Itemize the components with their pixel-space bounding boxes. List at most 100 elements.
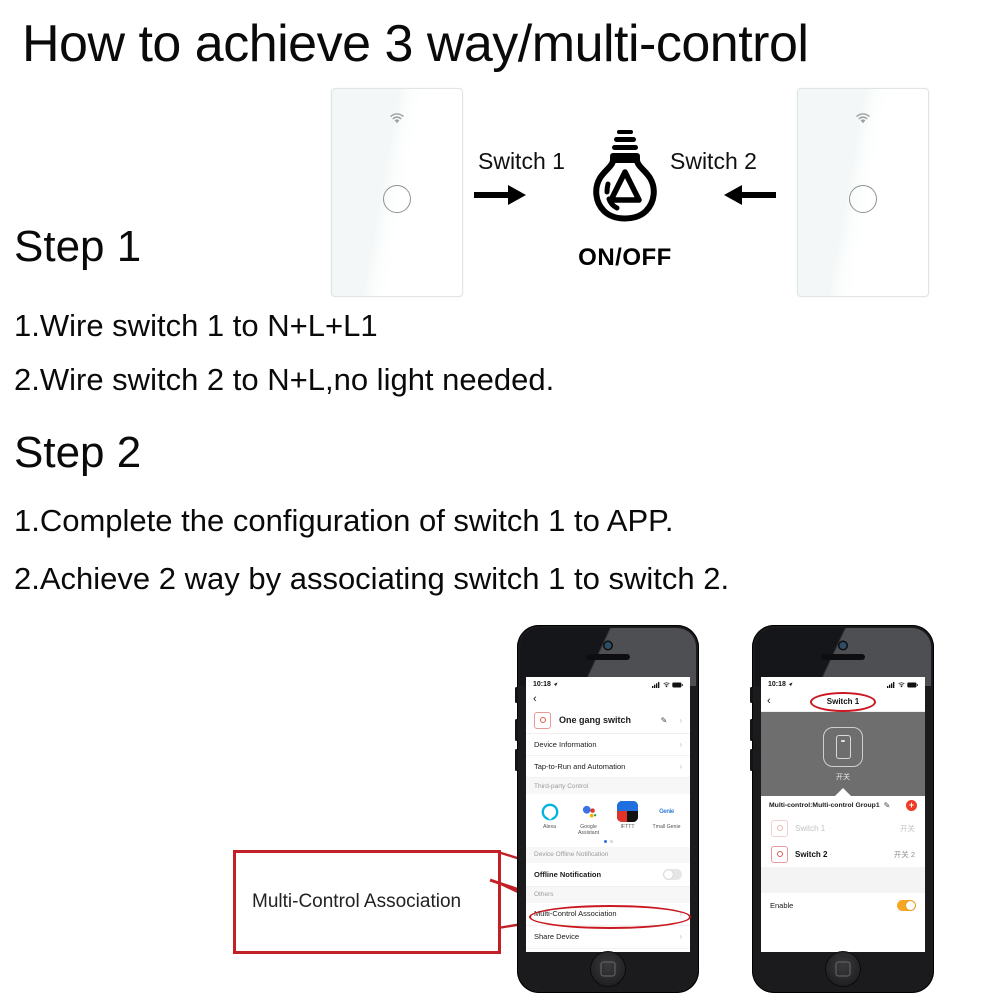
location-arrow-icon [553,682,558,687]
chevron-right-icon: › [679,715,682,725]
earpiece-speaker [586,654,630,660]
list-item-tap-to-run[interactable]: Tap-to-Run and Automation › [526,756,690,778]
touch-button[interactable] [383,185,411,213]
light-bulb-icon [593,130,657,222]
phone-1-screen: 10:18 ‹ [526,677,690,952]
wall-switch-1 [331,88,463,297]
third-party-tmall-genie[interactable]: Genie Tmall Genie [650,801,684,831]
hero-notch [834,788,852,797]
enable-toggle[interactable] [897,899,916,911]
add-button[interactable]: + [906,800,917,811]
list-item-label: Tap-to-Run and Automation [534,762,626,771]
step-2-line-2: 2.Achieve 2 way by associating switch 1 … [14,561,730,596]
status-time: 10:18 [533,681,551,688]
phone-volume-up-button[interactable] [515,719,518,741]
earpiece-speaker [821,654,865,660]
wifi-icon [662,681,670,687]
third-party-label: Alexa [543,824,556,830]
step-2-line-1: 1.Complete the configuration of switch 1… [14,503,674,538]
device-name: One gang switch [559,715,632,725]
home-button[interactable] [591,952,625,986]
page-title: How to achieve 3 way/multi-control [22,15,809,73]
list-item-device-information[interactable]: Device Information › [526,734,690,756]
phone-top-bezel [520,628,696,686]
battery-icon [672,682,683,687]
chevron-right-icon: › [679,762,682,771]
step-2-heading: Step 2 [14,428,142,477]
row-multi-control-association[interactable]: Multi-Control Association › [526,903,690,926]
pencil-icon[interactable]: ✎ [660,715,668,725]
signal-bars-icon [887,681,895,688]
pager-dot-active[interactable] [603,839,607,843]
status-bar: 10:18 [526,677,690,692]
hero-caption: 开关 [836,773,850,781]
enable-row[interactable]: Enable [761,893,925,917]
google-assistant-icon [578,801,599,822]
switch-row-2[interactable]: Switch 2 开关 2 [761,841,925,867]
touch-button[interactable] [849,185,877,213]
switch-device-icon [771,845,788,863]
third-party-alexa[interactable]: Alexa [533,801,567,831]
switch-device-icon [534,711,551,729]
arrow-left-icon [724,185,776,205]
tmall-genie-icon: Genie [659,808,674,815]
chevron-right-icon: › [679,932,682,942]
third-party-label: Tmall Genie [652,824,681,830]
step-1-heading: Step 1 [14,222,142,271]
switch-2-label: Switch 2 [670,148,757,174]
battery-icon [907,682,918,687]
device-header-row[interactable]: One gang switch ✎ › [526,707,690,734]
row-label: Multi-Control Association [534,909,617,919]
phone-side-button[interactable] [515,687,518,703]
third-party-ifttt[interactable]: IFTTT [611,801,645,831]
camera-icon [839,642,847,649]
section-header-third-party: Third-party Control [526,778,690,794]
status-time: 10:18 [768,681,786,688]
third-party-google-assistant[interactable]: Google Assistant [572,801,606,837]
switch-row-name: Switch 2 [795,849,828,859]
chevron-left-icon[interactable]: ‹ [533,693,537,705]
phone-volume-down-button[interactable] [750,749,753,771]
callout-label: Multi-Control Association [252,891,462,912]
chevron-right-icon: › [679,909,682,919]
switch-row-name: Switch 1 [795,823,826,833]
offline-notification-toggle[interactable] [663,868,682,880]
highlight-ellipse-switch-1 [810,691,876,712]
phone-side-button[interactable] [750,687,753,703]
phone-top-bezel [755,628,931,686]
chevron-left-icon[interactable]: ‹ [767,695,771,707]
pager-dot[interactable] [609,839,613,843]
nav-bar: ‹ Switch 1 [761,691,925,712]
nav-bar: ‹ [526,692,690,707]
list-item-label: Device Information [534,740,597,749]
alexa-icon [539,801,560,822]
ifttt-icon [617,801,638,822]
arrow-right-icon [474,185,526,205]
third-party-row: Alexa Google Assistant [526,794,690,840]
phone-volume-down-button[interactable] [515,749,518,771]
home-button[interactable] [826,952,860,986]
phone-volume-up-button[interactable] [750,719,753,741]
wifi-icon [856,113,870,124]
multi-control-group-row[interactable]: Multi-control:Multi-control Group1 ✎ + [761,796,925,815]
switch-row-right-label: 开关 [900,823,915,833]
row-share-device[interactable]: Share Device › [526,926,690,949]
section-header-offline: Device Offline Notification [526,846,690,863]
on-off-label: ON/OFF [578,244,672,271]
location-arrow-icon [788,682,793,687]
phone-1: 10:18 ‹ [515,625,699,993]
section-spacer [761,867,925,893]
switch-tile-icon[interactable] [823,726,863,767]
switch-row-1[interactable]: Switch 1 开关 [761,815,925,841]
group-label: Multi-control:Multi-control Group1 [769,802,880,809]
row-label: Offline Notification [534,869,602,879]
third-party-label: IFTTT [620,824,635,830]
chevron-right-icon: › [679,740,682,749]
enable-label: Enable [770,900,794,910]
device-hero-panel: 开关 [761,712,925,797]
row-offline-notification[interactable]: Offline Notification [526,863,690,887]
section-header-others: Others [526,886,690,903]
callout-box: Multi-Control Association [233,850,501,954]
switch-1-label: Switch 1 [478,148,565,174]
pencil-icon[interactable]: ✎ [883,801,891,810]
